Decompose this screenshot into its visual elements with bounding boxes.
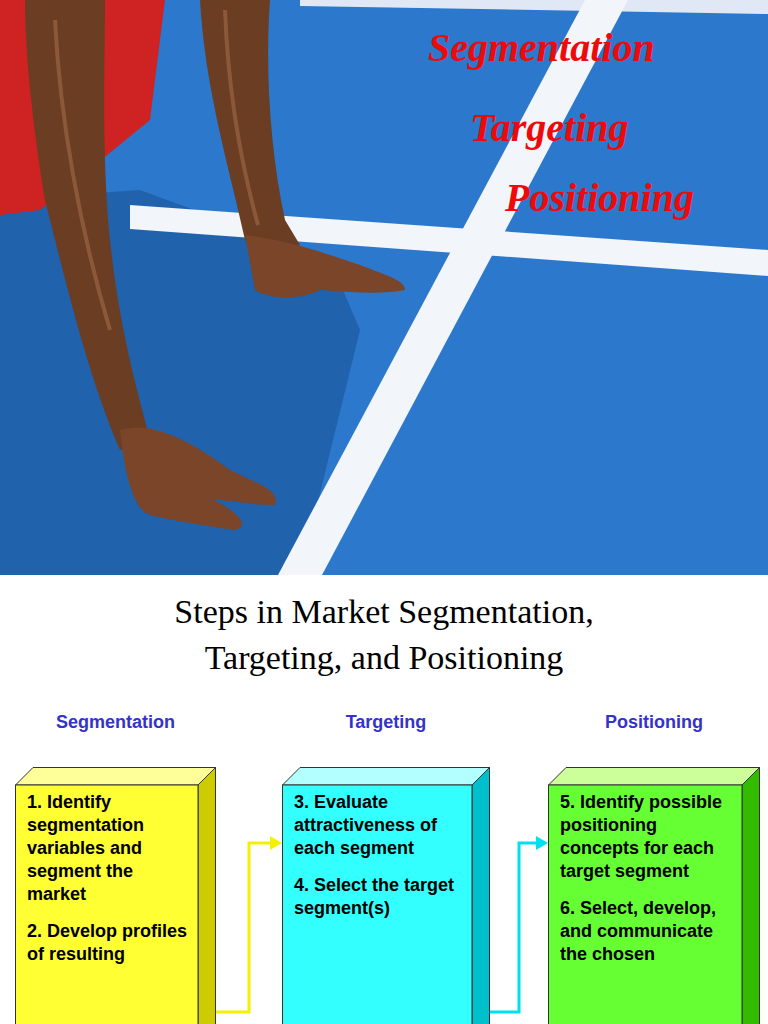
step-column: Segmentation 1. Identify segmentation var… bbox=[15, 712, 216, 1024]
diagram-title: Steps in Market Segmentation, Targeting,… bbox=[0, 589, 768, 681]
box-text: 3. Evaluate attractiveness of each segme… bbox=[294, 791, 462, 920]
photo-caption: Targeting bbox=[470, 106, 629, 150]
step-text: 1. Identify segmentation variables and s… bbox=[27, 791, 188, 906]
column-heading: Targeting bbox=[282, 712, 490, 733]
step-text: 2. Develop profiles of resulting bbox=[27, 920, 188, 966]
step-text: 4. Select the target segment(s) bbox=[294, 874, 462, 920]
photo-caption: Positioning bbox=[505, 176, 694, 220]
step-column: Positioning 5. Identify possible position… bbox=[548, 712, 760, 1024]
column-heading: Positioning bbox=[548, 712, 760, 733]
column-heading: Segmentation bbox=[15, 712, 216, 733]
flow-arrow bbox=[490, 836, 548, 1012]
box-text: 5. Identify possible positioning concept… bbox=[560, 791, 732, 966]
flow-arrow bbox=[216, 836, 282, 1012]
sprinter-photo bbox=[0, 0, 768, 575]
title-text: Steps in Market Segmentation, Targeting,… bbox=[124, 589, 644, 681]
step-column: Targeting 3. Evaluate attractiveness of e… bbox=[282, 712, 490, 1024]
step-text: 3. Evaluate attractiveness of each segme… bbox=[294, 791, 462, 860]
step-text: 5. Identify possible positioning concept… bbox=[560, 791, 732, 883]
box-text: 1. Identify segmentation variables and s… bbox=[27, 791, 188, 966]
photo-caption: Segmentation bbox=[428, 26, 655, 70]
step-text: 6. Select, develop, and communicate the … bbox=[560, 897, 732, 966]
